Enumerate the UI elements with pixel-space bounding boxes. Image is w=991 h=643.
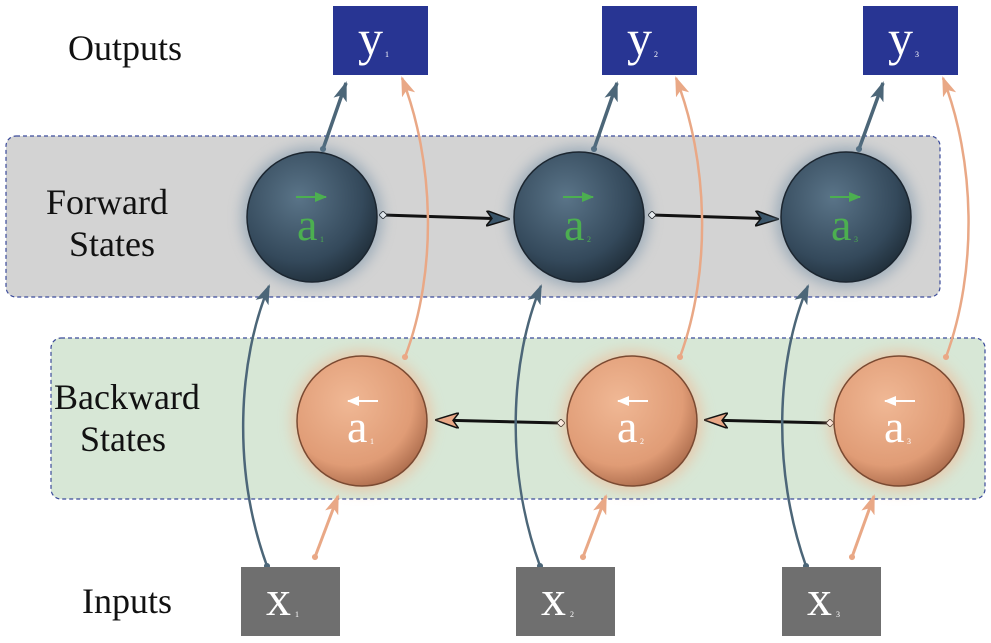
backward-state-letter: a bbox=[884, 401, 904, 452]
forward-to-output-edge-2 bbox=[590, 81, 619, 153]
backward-state-letter: a bbox=[347, 401, 367, 452]
input-letter: x bbox=[266, 570, 291, 626]
backward-state-subscript: 3 bbox=[907, 437, 911, 446]
input-to-forward-edge-2 bbox=[514, 284, 544, 570]
backward-state-node-3: a 3 bbox=[829, 351, 969, 491]
forward-edge-2-3 bbox=[652, 215, 777, 219]
forward-state-letter: a bbox=[831, 199, 851, 250]
output-subscript: 2 bbox=[654, 50, 658, 59]
input-to-backward-edge-1 bbox=[311, 494, 340, 561]
backward-state-node-2: a 2 bbox=[562, 351, 702, 491]
backward-states-label-line2: States bbox=[80, 419, 166, 459]
backward-states-label: Backward bbox=[54, 377, 200, 417]
forward-state-letter: a bbox=[564, 199, 584, 250]
backward-to-output-edge-1 bbox=[400, 76, 430, 361]
forward-state-letter: a bbox=[297, 199, 317, 250]
output-node-3: y 3 bbox=[863, 6, 958, 75]
backward-edge-3-2 bbox=[706, 420, 830, 423]
output-node-2: y 2 bbox=[602, 6, 697, 75]
forward-to-output-edge-3 bbox=[855, 81, 885, 153]
forward-state-subscript: 3 bbox=[854, 235, 858, 244]
input-node-1: x 1 bbox=[241, 567, 340, 636]
input-node-2: x 2 bbox=[516, 567, 615, 636]
input-letter: x bbox=[541, 570, 566, 626]
forward-state-node-3: a 3 bbox=[776, 147, 916, 287]
input-to-forward-edge-3 bbox=[781, 284, 810, 570]
forward-state-node-2: a 2 bbox=[509, 147, 649, 287]
output-letter: y bbox=[888, 10, 913, 66]
forward-state-subscript: 1 bbox=[320, 235, 324, 244]
input-to-forward-edge-1 bbox=[241, 284, 271, 570]
forward-to-output-edge-1 bbox=[319, 81, 348, 153]
output-letter: y bbox=[627, 10, 652, 66]
input-subscript: 2 bbox=[570, 610, 574, 619]
input-subscript: 1 bbox=[295, 610, 299, 619]
input-to-backward-edge-3 bbox=[848, 494, 876, 561]
backward-state-subscript: 2 bbox=[640, 437, 644, 446]
backward-to-output-edge-2 bbox=[674, 76, 704, 361]
outputs-label: Outputs bbox=[68, 28, 182, 68]
backward-state-letter: a bbox=[617, 401, 637, 452]
forward-states-label-line2: States bbox=[69, 224, 155, 264]
backward-to-output-edge-3 bbox=[941, 76, 970, 361]
output-node-1: y 1 bbox=[333, 6, 428, 75]
forward-states-label: Forward bbox=[46, 182, 168, 222]
output-letter: y bbox=[358, 10, 383, 66]
inputs-label: Inputs bbox=[82, 581, 172, 621]
input-subscript: 3 bbox=[836, 610, 840, 619]
backward-state-node-1: a 1 bbox=[292, 351, 432, 491]
input-node-3: x 3 bbox=[782, 567, 881, 636]
forward-state-node-1: a 1 bbox=[242, 147, 382, 287]
forward-state-subscript: 2 bbox=[587, 235, 591, 244]
backward-state-subscript: 1 bbox=[370, 437, 374, 446]
input-letter: x bbox=[807, 570, 832, 626]
output-subscript: 3 bbox=[915, 50, 919, 59]
input-to-backward-edge-2 bbox=[579, 494, 608, 561]
output-subscript: 1 bbox=[385, 50, 389, 59]
